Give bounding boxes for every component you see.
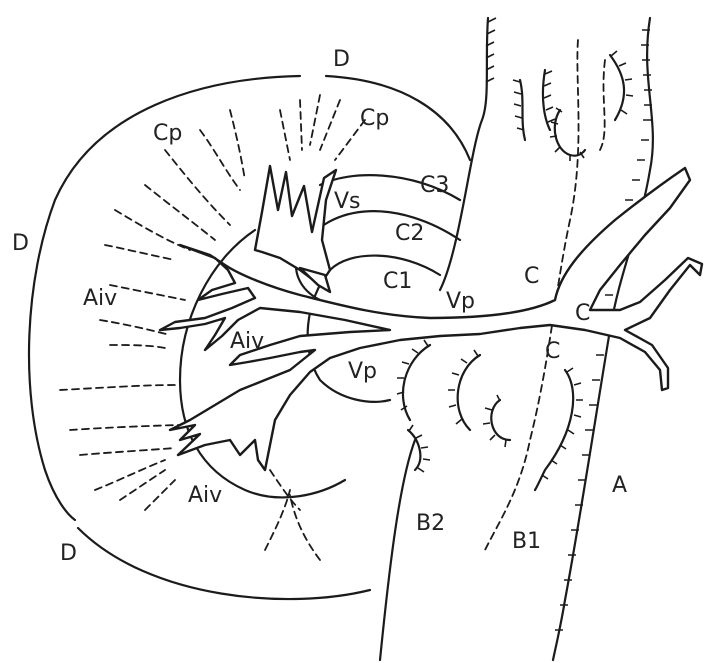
label-c-lower: C xyxy=(545,339,560,364)
label-aiv-left: Aiv xyxy=(83,286,117,311)
label-vp-lower: Vp xyxy=(348,359,377,384)
label-cp-left: Cp xyxy=(153,121,182,146)
label-vp-upper: Vp xyxy=(446,289,475,314)
label-a: A xyxy=(612,473,627,498)
label-c-mid: C xyxy=(575,301,590,326)
label-d-top: D xyxy=(333,47,350,72)
label-vs: Vs xyxy=(334,189,361,214)
label-aiv-bottom: Aiv xyxy=(188,483,222,508)
label-c2: C2 xyxy=(395,221,424,246)
label-d-bottom: D xyxy=(60,541,77,566)
label-d-left: D xyxy=(12,231,29,256)
vessel-tree xyxy=(160,166,702,470)
label-cp-right: Cp xyxy=(360,106,389,131)
label-c3: C3 xyxy=(420,173,449,198)
label-b1: B1 xyxy=(512,529,541,554)
label-b2: B2 xyxy=(416,511,445,536)
label-c-upper: C xyxy=(524,264,539,289)
label-c1: C1 xyxy=(383,269,412,294)
label-aiv-center: Aiv xyxy=(230,329,264,354)
